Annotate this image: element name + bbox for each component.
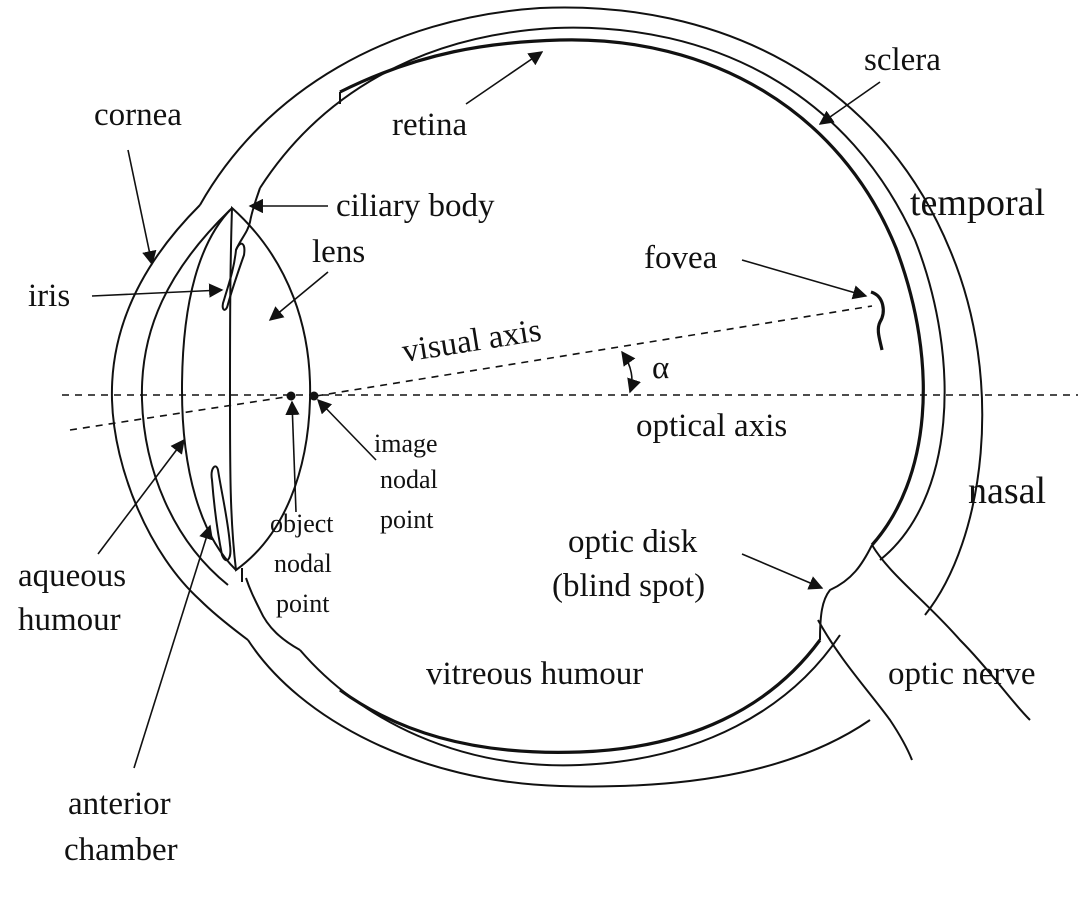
label-optic-disk-1: optic disk [568, 524, 698, 560]
retina-leader [465, 51, 544, 105]
label-fovea: fovea [644, 240, 718, 276]
iris-lower [210, 465, 232, 562]
leader-lines [91, 51, 881, 769]
cornea-leader [127, 149, 157, 266]
label-retina: retina [392, 107, 467, 143]
label-optic-nerve: optic nerve [888, 656, 1036, 692]
label-sclera: sclera [864, 42, 941, 78]
ciliary-body-upper [235, 187, 261, 251]
label-optic-disk-2: (blind spot) [552, 568, 705, 604]
cornea-outer [110, 204, 249, 641]
label-anterior-chamber-2: chamber [64, 832, 178, 868]
label-aqueous-humour-1: aqueous [18, 558, 126, 594]
sclera-inner [259, 26, 946, 767]
visual-axis-line [69, 395, 293, 431]
label-alpha: α [652, 350, 669, 386]
label-anterior-chamber-1: anterior [68, 786, 171, 822]
axes [62, 305, 1078, 431]
labels: sclera cornea retina ciliary body tempor… [18, 42, 1046, 868]
label-cornea: cornea [94, 97, 182, 133]
label-object-nodal-point-1: object [270, 509, 334, 538]
label-temporal: temporal [910, 182, 1045, 224]
image-nodal-point [309, 391, 319, 401]
aqueous-humour-leader [97, 438, 185, 555]
label-image-nodal-point-1: image [374, 429, 438, 458]
iris-leader [91, 283, 224, 298]
visual-axis-line-back [315, 305, 873, 397]
label-image-nodal-point-3: point [380, 505, 434, 534]
optic-nerve-lower [817, 619, 913, 761]
label-lens: lens [312, 234, 365, 270]
retina [339, 38, 925, 547]
sclera-leader [818, 81, 881, 125]
label-object-nodal-point-3: point [276, 589, 330, 618]
cornea-inner [140, 209, 231, 586]
fovea-leader [741, 259, 868, 300]
label-ciliary-body: ciliary body [336, 188, 495, 224]
optic-nerve-upper [871, 544, 1031, 721]
label-aqueous-humour-2: humour [18, 602, 121, 638]
sclera-outer [199, 6, 984, 788]
anterior-chamber-leader [133, 524, 213, 769]
label-iris: iris [28, 278, 70, 314]
retina-lower [339, 639, 822, 754]
label-nasal: nasal [968, 470, 1046, 512]
label-visual-axis: visual axis [400, 312, 544, 369]
lens-front [180, 207, 237, 571]
label-image-nodal-point-2: nodal [380, 465, 438, 494]
object-nodal-point [286, 391, 296, 401]
iris-upper [221, 242, 246, 311]
object-nodal-leader [285, 400, 300, 513]
label-vitreous-humour: vitreous humour [426, 656, 643, 692]
lens-leader [268, 271, 329, 321]
fovea-pit [870, 290, 885, 351]
alpha-angle-arc [621, 350, 641, 394]
image-nodal-leader [316, 398, 377, 461]
optic-disk-leader [741, 553, 824, 590]
label-optical-axis: optical axis [636, 408, 787, 444]
lens [229, 205, 312, 572]
optic-disk [819, 544, 873, 641]
label-object-nodal-point-2: nodal [274, 549, 332, 578]
ciliary-body-lower [245, 577, 301, 651]
eye-structure [110, 6, 1031, 788]
